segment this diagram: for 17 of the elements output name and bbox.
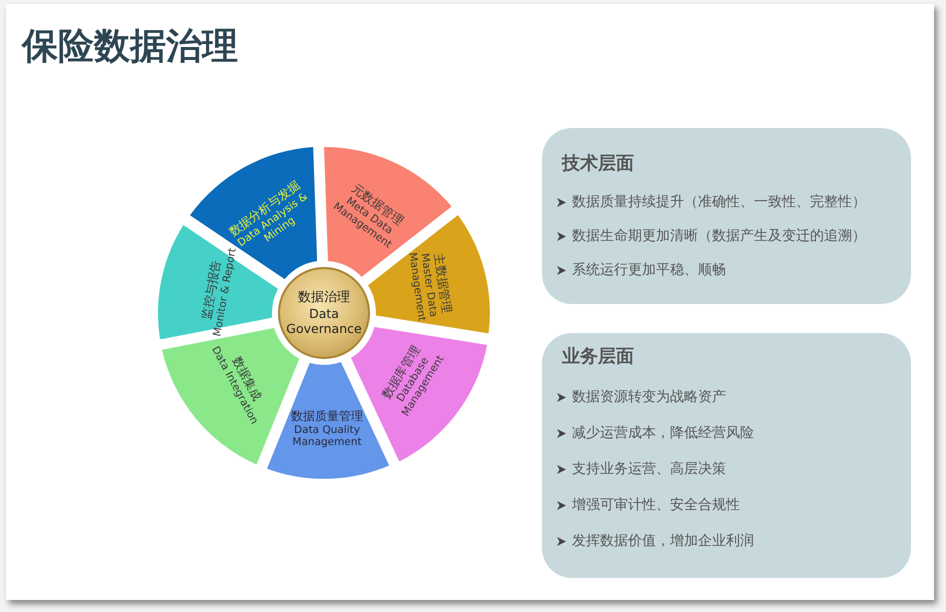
bullet-text: 支持业务运营、高层决策 — [572, 460, 726, 479]
bullet-text: 数据资源转变为战略资产 — [572, 388, 726, 407]
segment-title: 数据质量管理 — [291, 410, 364, 424]
bullet-text: 发挥数据价值，增加企业利润 — [572, 532, 754, 551]
info-panel — [542, 333, 911, 578]
center-title: 数据治理 — [298, 290, 350, 306]
center-subtitle: Data Governance — [285, 306, 363, 336]
bullet-text: 数据质量持续提升（准确性、一致性、完整性） — [572, 193, 866, 212]
page-title: 保险数据治理 — [22, 25, 238, 69]
bullet-text: 系统运行更加平稳、顺畅 — [572, 261, 726, 280]
bullet-text: 增强可审计性、安全合规性 — [572, 496, 740, 515]
segment-subtitle: Data Quality Management — [291, 424, 363, 448]
panel-heading: 业务层面 — [561, 345, 635, 369]
panel-heading: 技术层面 — [560, 152, 635, 176]
bullet-text: 数据生命期更加清晰（数据产生及变迁的追溯） — [572, 227, 866, 246]
info-panel — [542, 128, 911, 304]
bullet-text: 减少运营成本，降低经营风险 — [572, 424, 754, 443]
